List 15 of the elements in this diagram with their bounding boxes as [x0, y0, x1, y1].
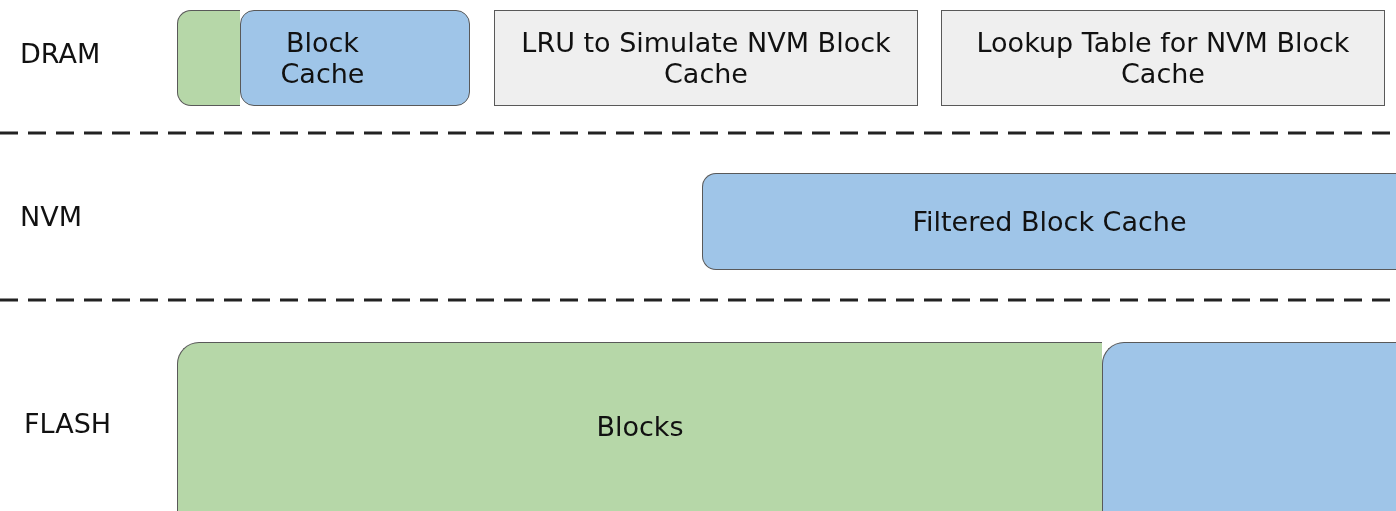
cache-block	[240, 10, 470, 106]
box-label: Filtered Block Cache	[912, 205, 1187, 237]
box-label: Lookup Table for NVM Block Cache	[975, 26, 1351, 90]
tier-label: DRAM	[20, 38, 101, 69]
tier-label: FLASH	[24, 408, 112, 439]
tier-label: NVM	[20, 201, 82, 232]
storage-block	[177, 342, 1102, 511]
memory-box	[941, 10, 1385, 106]
cache-block	[177, 10, 240, 106]
memory-box	[494, 10, 918, 106]
box-label: Blocks	[596, 411, 684, 443]
box-label: LRU to Simulate NVM Block Cache	[520, 26, 892, 90]
cache-block	[702, 173, 1396, 270]
storage-block	[1102, 342, 1396, 511]
box-label: Block Cache	[279, 26, 366, 90]
